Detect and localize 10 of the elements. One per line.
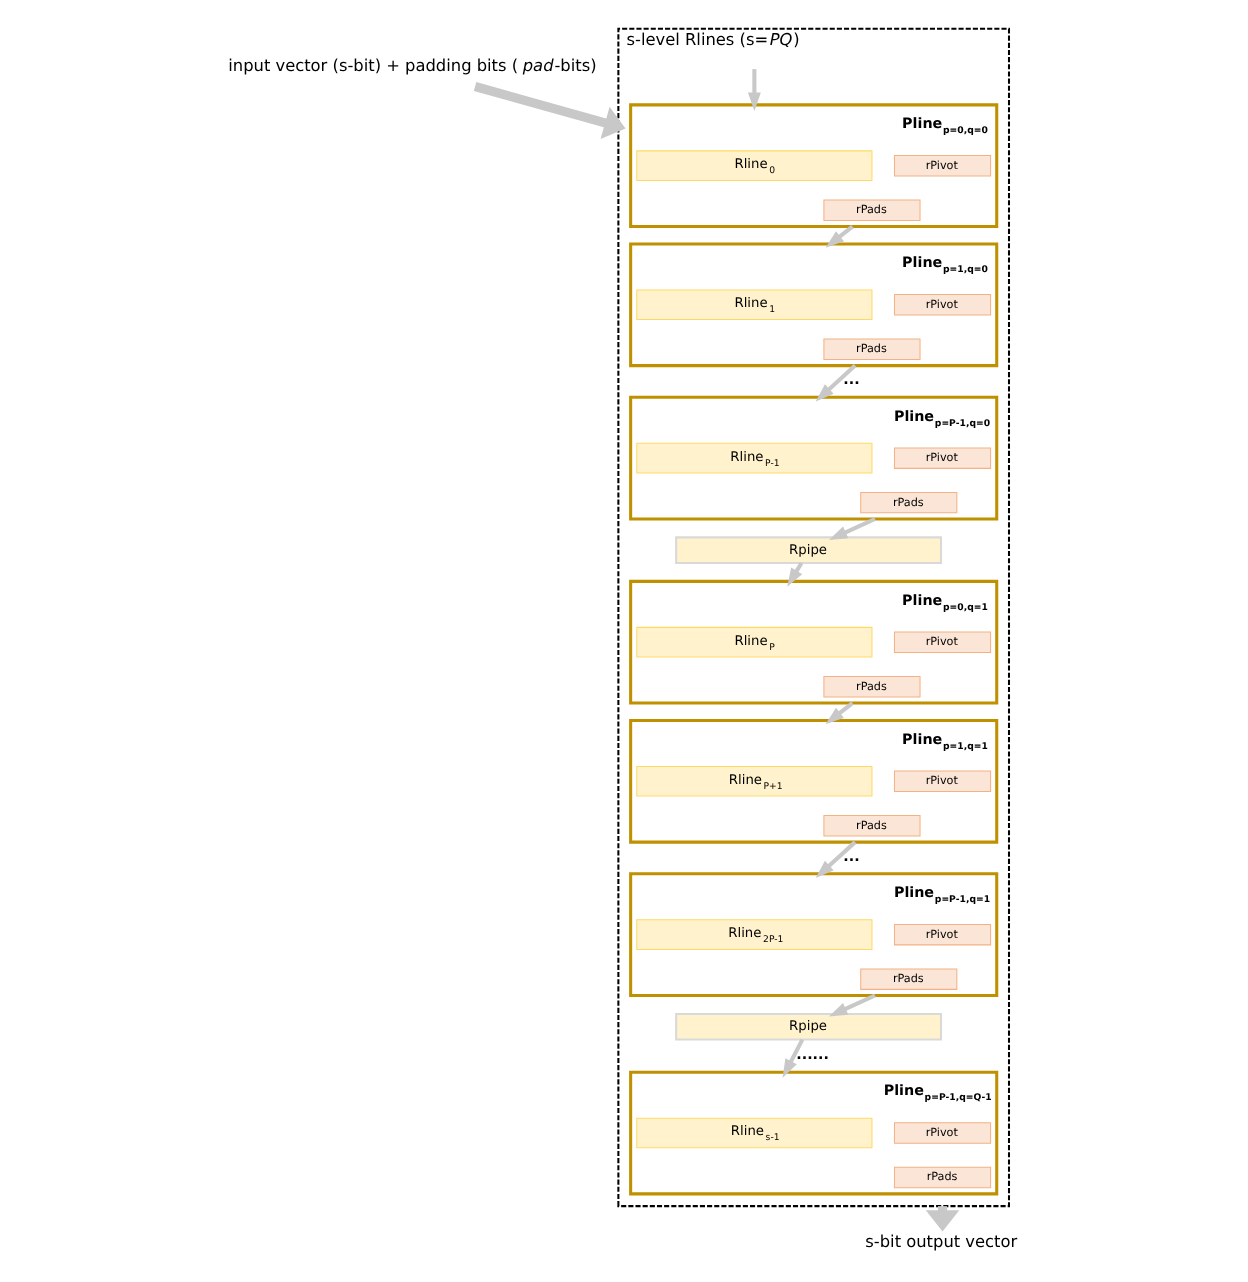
arrow	[825, 224, 854, 248]
arrow	[815, 364, 857, 402]
arrow	[815, 840, 857, 878]
arrow	[747, 69, 761, 112]
node-text: input vector (s-bit) + padding bits (pad-bits)	[228, 54, 597, 75]
arrow	[782, 1038, 805, 1078]
arrow	[828, 993, 876, 1017]
node-text: s-bit output vector	[865, 1230, 1018, 1251]
arrow	[828, 517, 876, 540]
arrow	[473, 82, 626, 139]
